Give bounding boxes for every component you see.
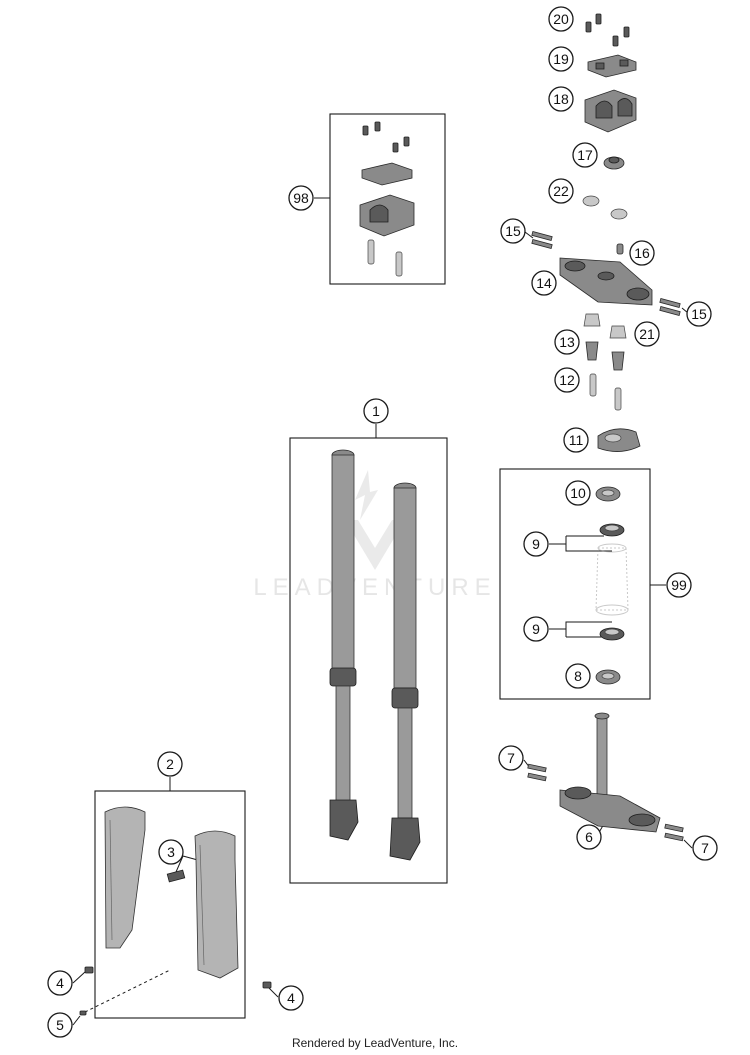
callout-11: 11	[563, 427, 589, 453]
clamp-part-19	[587, 54, 637, 78]
callout-label: 15	[505, 223, 521, 239]
seal-part-8	[595, 669, 621, 685]
callout-label: 4	[287, 990, 295, 1006]
callout-label: 7	[701, 840, 709, 856]
callout-6: 6	[576, 824, 602, 850]
clamp-ring-part-11	[597, 428, 641, 452]
fork-leg-left	[329, 449, 359, 841]
handlebar-clamp-part-18	[584, 89, 637, 133]
callout-16: 16	[629, 240, 655, 266]
callout-label: 18	[553, 91, 569, 107]
callout-2: 2	[157, 751, 183, 777]
callout-label: 12	[559, 372, 575, 388]
callout-label: 5	[56, 1017, 64, 1033]
callout-9-lower: 9	[523, 616, 549, 642]
callout-label: 14	[536, 275, 552, 291]
callout-7-left: 7	[498, 745, 524, 771]
bolts-part-15-right	[659, 297, 681, 317]
callout-label: 13	[559, 334, 575, 350]
callout-14: 14	[531, 270, 557, 296]
group-box-98	[329, 113, 446, 285]
washers-part-22	[582, 195, 628, 220]
callout-10: 10	[565, 480, 591, 506]
callout-label: 98	[293, 190, 309, 206]
callout-1: 1	[363, 398, 389, 424]
callout-17: 17	[572, 142, 598, 168]
callout-label: 21	[639, 326, 655, 342]
callout-label: 19	[553, 51, 569, 67]
callout-20: 20	[548, 6, 574, 32]
render-credit-footer: Rendered by LeadVenture, Inc.	[291, 1036, 459, 1050]
steering-head-ghost	[595, 543, 629, 616]
callout-label: 9	[532, 536, 540, 552]
fork-guard-left	[104, 806, 146, 949]
callout-label: 7	[507, 750, 515, 766]
bearing-lower-part-9	[599, 627, 625, 641]
kit-98-parts	[359, 121, 415, 277]
callout-13: 13	[554, 329, 580, 355]
callout-98: 98	[288, 185, 314, 211]
callout-15-right: 15	[686, 301, 712, 327]
rubber-caps-part-21	[583, 313, 627, 339]
callout-label: 6	[585, 829, 593, 845]
bolts-part-20	[585, 13, 630, 47]
nut-part-17	[603, 156, 625, 170]
callout-12: 12	[554, 367, 580, 393]
callout-label: 3	[167, 844, 175, 860]
callout-label: 1	[372, 403, 380, 419]
callout-label: 2	[166, 756, 174, 772]
callout-label: 4	[56, 975, 64, 991]
bolts-part-7-right	[664, 823, 684, 842]
callout-label: 10	[570, 485, 586, 501]
callout-15-left: 15	[500, 218, 526, 244]
callout-99: 99	[666, 572, 692, 598]
screw-part-4-right	[262, 981, 272, 989]
lower-triple-clamp-part-6	[559, 712, 661, 833]
callout-label: 17	[577, 147, 593, 163]
screw-part-4-left	[84, 966, 94, 974]
seal-part-10	[595, 486, 621, 502]
callout-label: 99	[671, 577, 687, 593]
bearing-upper-part-9	[599, 523, 625, 537]
callout-7-right: 7	[692, 835, 718, 861]
clip-part-3	[166, 869, 186, 883]
callout-4-left: 4	[47, 970, 73, 996]
callout-label: 20	[553, 11, 569, 27]
callout-3: 3	[158, 839, 184, 865]
callout-label: 11	[569, 432, 584, 448]
leadventure-watermark: LEADVENTURE	[253, 470, 496, 601]
group-box-1	[289, 437, 448, 884]
callout-18: 18	[548, 86, 574, 112]
watermark-text: LEADVENTURE	[253, 574, 496, 601]
bolts-part-15-left	[531, 230, 553, 250]
group-box-99	[499, 468, 651, 700]
callout-22: 22	[548, 178, 574, 204]
callout-8: 8	[565, 663, 591, 689]
pin-part-16	[616, 243, 624, 255]
bolts-part-12	[589, 373, 622, 411]
callout-label: 15	[691, 306, 707, 322]
callout-9-upper: 9	[523, 531, 549, 557]
top-triple-clamp-part-14	[559, 257, 653, 306]
callout-label: 22	[553, 183, 569, 199]
bushings-part-13	[585, 341, 625, 371]
callout-label: 16	[634, 245, 650, 261]
callout-21: 21	[634, 321, 660, 347]
bolts-part-7-left	[527, 763, 547, 782]
fork-guard-right	[194, 830, 239, 979]
callout-label: 8	[574, 668, 582, 684]
callout-5: 5	[47, 1012, 73, 1038]
fork-leg-right	[389, 482, 421, 861]
screw-part-5	[79, 1010, 87, 1016]
callout-label: 9	[532, 621, 540, 637]
callout-19: 19	[548, 46, 574, 72]
callout-4-right: 4	[278, 985, 304, 1011]
